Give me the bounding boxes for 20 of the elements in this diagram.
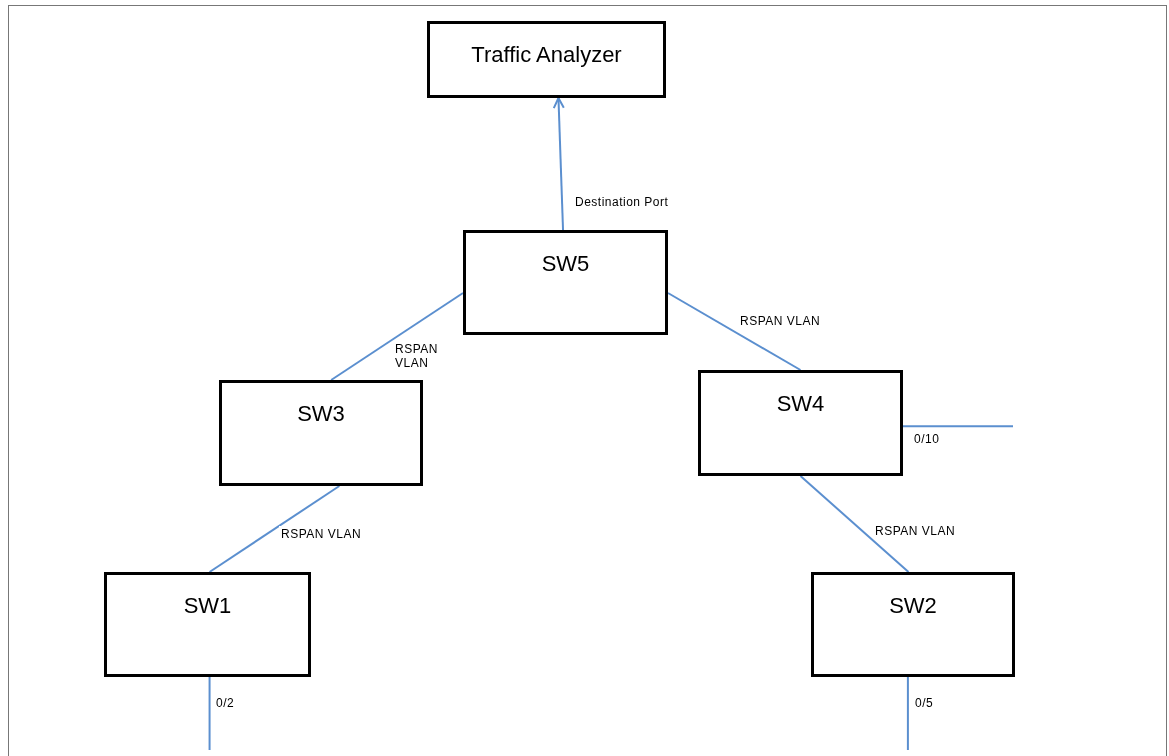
arrow — [552, 97, 565, 231]
switch-box — [463, 230, 668, 335]
node-label: Traffic Analyzer — [471, 42, 622, 68]
switch-box — [698, 370, 903, 476]
switch-box — [811, 572, 1015, 677]
switch-box — [427, 21, 666, 98]
link-line — [799, 475, 910, 573]
node-label: SW3 — [297, 401, 345, 427]
link-line — [330, 292, 464, 381]
switch-box — [219, 380, 423, 486]
node-label: SW1 — [183, 593, 232, 619]
switch-box — [104, 572, 311, 677]
node-label: SW2 — [889, 593, 937, 619]
cable-line — [902, 425, 1014, 428]
link-line — [208, 485, 341, 573]
cable-line — [208, 676, 211, 751]
node-label: SW4 — [776, 391, 825, 417]
link-line — [667, 292, 802, 371]
cable-line — [906, 676, 909, 751]
node-label: SW5 — [541, 251, 590, 277]
